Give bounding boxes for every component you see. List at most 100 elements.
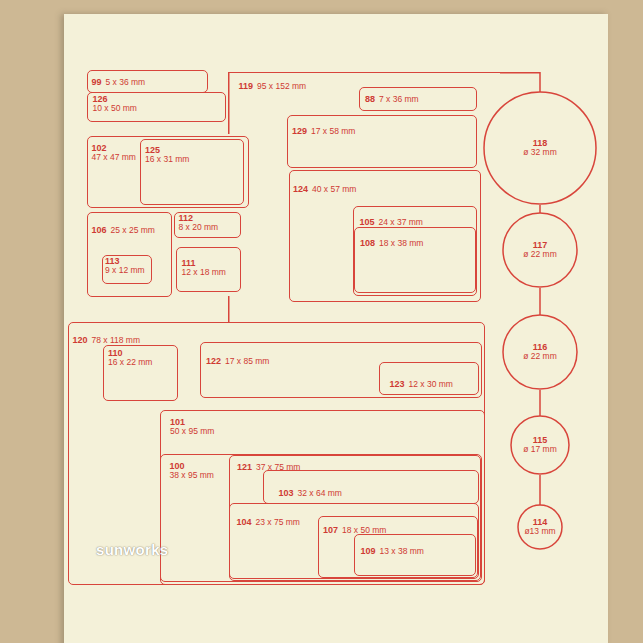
label-box: 121 37 x 75 mm 10332 x 64 mm 104 23 x 75 mm 1… [229, 455, 481, 581]
label-text: 99 5 x 36 mm [92, 71, 146, 89]
label-circle: 115ø 17 mm [510, 415, 570, 475]
label-size: ø13 mm [524, 527, 555, 537]
label-size: 18 x 50 mm [342, 525, 386, 535]
label-circle: 116ø 22 mm [502, 314, 578, 390]
label-box: 104 23 x 75 mm 10718 x 50 mm 109 13 x 38 mm [229, 503, 479, 579]
label-size: 7 x 36 mm [379, 94, 419, 104]
label-text: 10718 x 50 mm [323, 519, 386, 537]
label-size: 32 x 64 mm [298, 488, 342, 498]
label-size: 37 x 75 mm [256, 462, 300, 472]
label-size: 12 x 30 mm [409, 379, 453, 389]
label-box: 129 17 x 58 mm [287, 115, 477, 168]
label-box: 10625 x 25 mm 1139 x 12 mm [87, 212, 172, 297]
label-box: 10332 x 64 mm [263, 470, 479, 504]
label-size: 24 x 37 mm [379, 217, 423, 227]
label-box: 10524 x 37 mm10818 x 38 mm [353, 206, 477, 296]
label-box: 109 13 x 38 mm [354, 534, 476, 576]
outline-segment [228, 72, 230, 134]
label-size: 10 x 50 mm [93, 104, 137, 114]
label-text: 123 12 x 30 mm [390, 373, 453, 391]
label-size: 17 x 58 mm [311, 126, 355, 136]
label-text: 108 18 x 38 mm [360, 232, 423, 250]
label-number: 124 [293, 184, 308, 194]
label-number: 120 [73, 335, 88, 345]
label-number: 108 [360, 238, 375, 248]
label-number: 119 [239, 81, 254, 91]
label-size: ø 22 mm [523, 250, 557, 260]
label-text: 116ø 22 mm [502, 314, 578, 390]
label-size: 9 x 12 mm [105, 266, 145, 276]
label-size: 8 x 20 mm [179, 223, 219, 233]
label-size: 38 x 95 mm [170, 471, 214, 481]
label-number: 126 [93, 94, 137, 104]
label-number: 104 [237, 517, 252, 527]
label-size: 17 x 85 mm [225, 356, 269, 366]
connector-line [539, 205, 541, 213]
label-box: 11995 x 152 mm887 x 36 mm12917 x 58 mm12… [228, 72, 500, 320]
label-box: 10247 x 47 mm12516 x 31 mm [87, 136, 249, 208]
label-number: 88 [365, 94, 375, 104]
label-size: 5 x 36 mm [106, 77, 146, 87]
label-size: 13 x 38 mm [380, 546, 424, 556]
label-box: 12610 x 50 mm [87, 92, 226, 122]
label-text: 10625 x 25 mm [92, 219, 155, 237]
label-text: 122 17 x 85 mm [206, 350, 269, 368]
label-text: 12610 x 50 mm [93, 94, 137, 114]
label-size: 23 x 75 mm [256, 517, 300, 527]
label-number: 129 [292, 126, 307, 136]
label-size: 16 x 31 mm [145, 155, 189, 165]
label-text: 10332 x 64 mm [279, 482, 342, 500]
label-size: ø 17 mm [523, 445, 557, 455]
label-number: 121 [237, 462, 252, 472]
label-size: ø 22 mm [523, 352, 557, 362]
watermark: sunworks [96, 541, 168, 558]
label-text: 10247 x 47 mm [92, 143, 136, 163]
outline-segment [228, 296, 230, 322]
label-box: 11016 x 22 mm [103, 345, 178, 401]
label-number: 113 [105, 256, 145, 266]
label-size: 16 x 22 mm [108, 358, 152, 368]
label-box: 123 12 x 30 mm [379, 362, 479, 395]
connector-line [500, 73, 540, 92]
label-box: 108 18 x 38 mm [354, 227, 476, 293]
label-text: 115ø 17 mm [510, 415, 570, 475]
label-size: 95 x 152 mm [257, 81, 306, 91]
label-text: 121 37 x 75 mm [237, 456, 300, 474]
label-number: 116 [533, 342, 548, 352]
connector-line [539, 390, 541, 416]
label-number: 102 [92, 143, 136, 153]
label-number: 114 [533, 517, 548, 527]
label-text: 1139 x 12 mm [105, 256, 145, 276]
label-number: 99 [92, 77, 102, 87]
label-number: 122 [206, 356, 221, 366]
label-number: 112 [179, 213, 219, 223]
label-number: 110 [108, 348, 152, 358]
label-text: 11995 x 152 mm [239, 75, 307, 93]
label-number: 118 [533, 138, 548, 148]
label-size: 47 x 47 mm [92, 153, 136, 163]
label-number: 101 [170, 417, 214, 427]
connector-line [539, 288, 541, 315]
label-text: 12078 x 118 mm [73, 329, 141, 347]
connector-line [539, 475, 541, 505]
label-circle: 118ø 32 mm [483, 91, 597, 205]
label-number: 109 [361, 546, 376, 556]
label-circle: 114ø13 mm [517, 504, 563, 550]
label-text: 11112 x 18 mm [182, 258, 226, 278]
circle-shape [503, 315, 577, 389]
circle-shape [484, 92, 596, 204]
label-text: 129 17 x 58 mm [292, 120, 355, 138]
label-text: 1128 x 20 mm [179, 213, 219, 233]
label-text: 11016 x 22 mm [108, 348, 152, 368]
label-number: 111 [182, 258, 226, 268]
circle-shape [518, 505, 562, 549]
label-number: 123 [390, 379, 405, 389]
label-text: 114ø13 mm [517, 504, 563, 550]
label-size: 40 x 57 mm [312, 184, 356, 194]
circle-shape [511, 416, 569, 474]
circle-shape [503, 213, 577, 287]
label-box: 1139 x 12 mm [102, 255, 152, 284]
label-box: 88 7 x 36 mm [359, 87, 477, 111]
label-size: 12 x 18 mm [182, 268, 226, 278]
label-size: 18 x 38 mm [379, 238, 423, 248]
